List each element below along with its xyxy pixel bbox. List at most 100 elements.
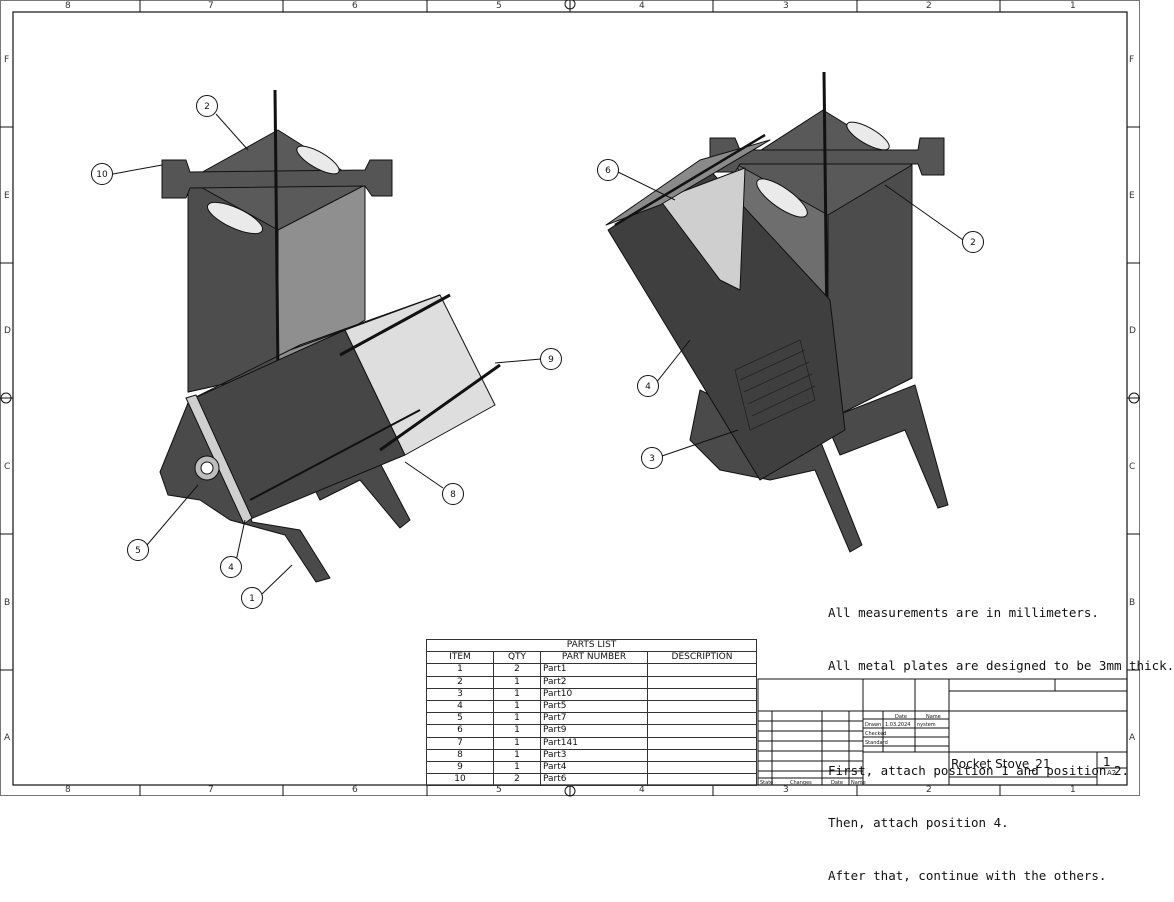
balloon-label: 9 (548, 355, 554, 365)
note-line: Then, attach position 4. (828, 815, 1009, 830)
balloon-label: 1 (249, 594, 255, 604)
zone-row-label: B (1129, 598, 1136, 608)
zone-col-label: 6 (352, 785, 358, 795)
parts-header-qty: QTY (493, 651, 541, 665)
cell-qty: 1 (493, 712, 541, 726)
cell-desc (647, 687, 757, 701)
tb-drawn-label: Drawn (865, 722, 881, 728)
balloon-label: 4 (228, 563, 234, 573)
zone-row-label: F (4, 55, 10, 65)
tb-date-label: Date (831, 780, 843, 786)
balloon-circle (220, 556, 242, 578)
zone-row-label: F (1129, 55, 1135, 65)
cell-qty: 2 (493, 773, 541, 787)
sheet-format: A2 (1107, 769, 1117, 777)
right-grate (734, 339, 816, 431)
balloon-circle (597, 159, 619, 181)
balloon-label: 2 (970, 238, 976, 248)
cell-item: 1 (426, 663, 494, 677)
cell-part: Part1 (540, 663, 648, 677)
right-balloons (597, 159, 984, 469)
zone-col-label: 1 (1070, 1, 1076, 11)
centering-marks (0, 0, 1140, 797)
left-stove-view (159, 89, 501, 583)
balloon-circle (196, 95, 218, 117)
note-line (828, 709, 1174, 727)
balloon-circle (637, 375, 659, 397)
zone-col-label: 8 (65, 785, 71, 795)
cell-part: Part5 (540, 699, 648, 714)
zone-col-label: 5 (496, 1, 502, 11)
tb-name-header: Name (926, 714, 941, 720)
sheet-number: 1 (1103, 755, 1111, 769)
title-block-labels: Date Name Drawn 1.03.2024 nystem Checked… (760, 714, 941, 786)
cell-desc (647, 699, 757, 714)
balloon-label: 4 (645, 382, 651, 392)
cell-item: 10 (426, 773, 494, 787)
cell-desc (647, 724, 757, 738)
cell-part: Part6 (540, 773, 648, 787)
cell-qty: 1 (493, 687, 541, 701)
title-block-grid (757, 678, 1128, 786)
tb-date-header: Date (895, 714, 907, 720)
drawing-title: Rocket Stove_21 (951, 757, 1051, 771)
cell-item: 8 (426, 748, 494, 762)
balloon-label: 3 (649, 454, 655, 464)
tb-drawn-date: 1.03.2024 (885, 722, 910, 728)
left-balloon-labels: 2 10 9 8 5 4 1 (96, 102, 554, 604)
cell-desc (647, 663, 757, 677)
zone-row-label: E (1129, 191, 1135, 201)
zone-col-label: 8 (65, 1, 71, 11)
zone-col-label: 6 (352, 1, 358, 11)
zone-row-label: C (4, 462, 11, 472)
zone-col-label: 4 (639, 1, 645, 11)
cell-desc (647, 748, 757, 762)
balloon-circle (641, 447, 663, 469)
balloon-circle (91, 163, 113, 185)
balloon-label: 2 (204, 102, 210, 112)
cell-item: 4 (426, 699, 494, 714)
tb-checked-label: Checked (865, 731, 886, 737)
cell-desc (647, 675, 757, 689)
note-line: All metal plates are designed to be 3mm … (828, 657, 1174, 673)
parts-header-part-number: PART NUMBER (540, 651, 648, 665)
right-leg-back (824, 384, 949, 509)
zone-col-label: 3 (783, 1, 789, 11)
tb-changes-label: Changes (790, 780, 812, 786)
tb-standard-label: Standard (865, 740, 888, 746)
zone-col-label: 1 (1070, 785, 1076, 795)
right-feed-tube-light (659, 167, 746, 291)
cell-qty: 1 (493, 748, 541, 762)
zone-col-label: 7 (208, 785, 214, 795)
cell-desc (647, 760, 757, 775)
cell-qty: 1 (493, 760, 541, 775)
cell-part: Part141 (540, 736, 648, 750)
left-feed-tube-top (189, 294, 441, 401)
zone-ticks (0, 0, 1140, 796)
zone-col-label: 7 (208, 1, 214, 11)
balloon-circle (241, 587, 263, 609)
zone-col-label: 4 (639, 785, 645, 795)
cell-part: Part7 (540, 712, 648, 726)
balloon-circle (540, 348, 562, 370)
cell-qty: 1 (493, 724, 541, 738)
right-stove-view (605, 71, 949, 553)
note-line: First, attach position 1 and position 2. (828, 762, 1130, 778)
balloon-circle (962, 231, 984, 253)
balloon-circle (442, 483, 464, 505)
left-side-plate (185, 394, 253, 525)
zone-row-label: D (4, 326, 11, 336)
cell-item: 2 (426, 675, 494, 689)
zone-row-label: E (4, 191, 10, 201)
right-balloon-labels: 6 2 4 3 (605, 166, 976, 464)
